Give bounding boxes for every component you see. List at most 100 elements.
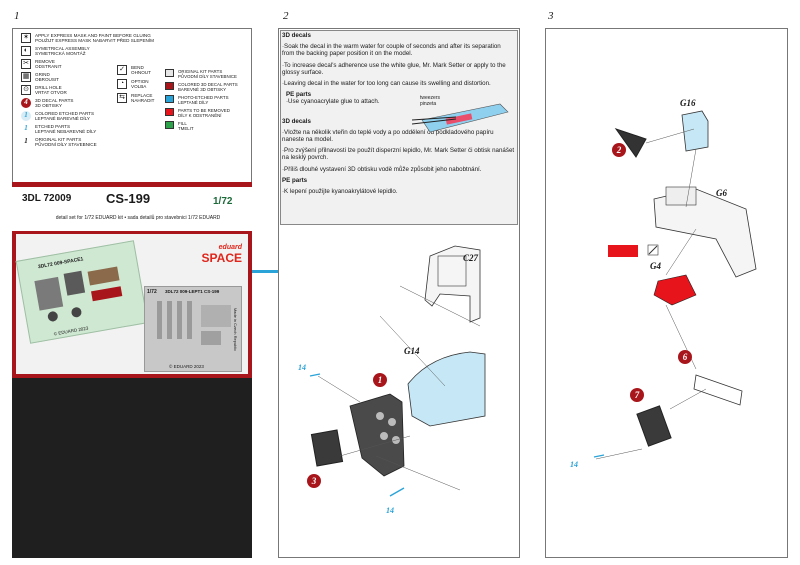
decal-sheet-parts xyxy=(34,266,123,322)
pe-fret-copy: © EDUARD 2023 xyxy=(169,364,204,369)
decal-7 xyxy=(636,405,672,447)
pe-label-14a: 14 xyxy=(298,363,306,372)
tweezers-illustration xyxy=(412,103,509,133)
step-3-drawing xyxy=(593,110,757,460)
cz-heading: 3D decals xyxy=(282,117,311,125)
grind-icon: ▦ xyxy=(21,72,31,82)
legend-color-row: PARTS TO BE REMOVED DÍLY K ODSTRANĚNÍ xyxy=(165,108,230,118)
decal-sheet: 3DL72 009-SPACE1 © EDUARD 2023 xyxy=(15,240,149,344)
pe-fret-title: 3DL72 009-LEPT1 CS-199 xyxy=(165,289,220,294)
pe-fret-parts xyxy=(157,301,231,345)
color-swatch xyxy=(165,121,174,129)
legend-color-row: COLORED 3D DECAL PARTS BAREVNÉ 3D OBTISK… xyxy=(165,82,238,92)
product-code: 3DL 72009 xyxy=(22,193,72,204)
legend-row: ▦GRIND OBROUSIT xyxy=(21,72,59,82)
decal-part-icon: 4 xyxy=(21,98,31,108)
cz-step-2: ·Pro zvýšení přilnavosti lze použít disp… xyxy=(282,147,515,162)
decal-3 xyxy=(310,429,344,467)
legend-color-row: FILL TMELIT xyxy=(165,121,194,131)
legend-row: 1 ORIGINAL KIT PARTS PŮVODNÍ DÍLY STAVEBN… xyxy=(21,137,97,147)
label-g16: G16 xyxy=(680,98,696,108)
legend-color-text: FILL TMELIT xyxy=(178,121,194,131)
legend-mid-text: REPLACE NAHRADIT xyxy=(131,93,155,103)
en-step-3: ·Leaving decal in the water for too long… xyxy=(282,80,491,88)
legend-color-text: ORIGINAL KIT PARTS PŮVODNÍ DÍLY STAVEBNI… xyxy=(178,69,237,79)
tweezers-label: tweezers pinzeta xyxy=(420,95,441,107)
remove-icon: ✂ xyxy=(21,59,31,69)
pe-heading: PE parts xyxy=(286,91,312,99)
legend-mid-text: BEND OHNOUT xyxy=(131,65,151,75)
step-badge-7: 7 xyxy=(630,388,644,402)
replace-icon: ⇆ xyxy=(117,93,127,103)
pe-step-1: ·Use cyanoacrylate glue to attach. xyxy=(286,98,380,106)
legend-text: REMOVE ODSTRANIT xyxy=(35,59,62,69)
decal-2 xyxy=(614,128,647,158)
legend-mid-row: ◔ OPTION VOLBA xyxy=(117,79,149,89)
instructions-box xyxy=(280,30,518,225)
legend-row: 1 ETCHED PARTS LEPTANÉ NEBAREVNÉ DÍLY xyxy=(21,124,96,134)
option-icon: ◔ xyxy=(117,79,127,89)
product-scale: 1/72 xyxy=(213,196,233,207)
step-badge-6: 6 xyxy=(678,350,692,364)
product-desc: detail set for 1/72 EDUARD kit • sada de… xyxy=(55,215,221,221)
star-icon: ✶ xyxy=(21,33,31,43)
cz-step-3: ·Příliš dlouhé vystavení 3D obtisku vodě… xyxy=(282,165,482,173)
page-number-1: 1 xyxy=(14,10,20,22)
en-step-1: ·Soak the decal in the warm water for co… xyxy=(282,43,501,58)
color-swatch xyxy=(165,82,174,90)
symmetry-icon: ◐ xyxy=(21,46,31,56)
product-name: CS-199 xyxy=(106,191,151,206)
part-c27 xyxy=(424,245,481,323)
fold-line xyxy=(252,270,282,273)
etched-part-icon: 1 xyxy=(24,124,28,132)
cz-pe-step-1: ·K lepení použijte kyanoakrylátové lepid… xyxy=(282,188,398,196)
legend-mid-text: OPTION VOLBA xyxy=(131,79,149,89)
color-swatch xyxy=(165,108,174,116)
original-part-icon: 1 xyxy=(24,137,28,145)
instructions-text: 3D decals ·Soak the decal in the warm wa… xyxy=(282,32,516,199)
pe-part-14-step3 xyxy=(593,454,605,458)
instrument-panel xyxy=(349,393,405,477)
step-2-drawing xyxy=(309,245,486,497)
legend-text: ORIGINAL KIT PARTS PŮVODNÍ DÍLY STAVEBNI… xyxy=(35,137,97,147)
product-header xyxy=(12,187,252,231)
part-g6 xyxy=(653,188,757,278)
step-badge-1: 1 xyxy=(373,373,387,387)
pe-fret: 1/72 3DL72 009-LEPT1 CS-199 © EDUARD 202… xyxy=(144,286,242,372)
legend-text: ETCHED PARTS LEPTANÉ NEBAREVNÉ DÍLY xyxy=(35,124,97,134)
page-number-3: 3 xyxy=(548,10,554,22)
legend-color-text: COLORED 3D DECAL PARTS BAREVNÉ 3D OBTISK… xyxy=(178,82,238,92)
pe-label-14b: 14 xyxy=(386,506,394,515)
part-6 xyxy=(693,374,743,406)
legend-row: ◐ SYMETRICAL ASSEMBLY SYMETRICKÁ MONTÁŽ xyxy=(21,46,90,56)
legend-row: ⊙DRILL HOLE VRTAT OTVOR xyxy=(21,85,67,95)
label-g4: G4 xyxy=(650,261,661,271)
legend-color-row: PHOTO-ETCHED PARTS LEPTANÉ DÍLY xyxy=(165,95,229,105)
cz-pe-heading: PE parts xyxy=(282,176,308,184)
legend-color-text: PHOTO-ETCHED PARTS LEPTANÉ DÍLY xyxy=(178,95,229,105)
legend-text: SYMETRICAL ASSEMBLY SYMETRICKÁ MONTÁŽ xyxy=(35,46,90,56)
part-g14 xyxy=(407,351,486,427)
legend-row: ✂ REMOVE ODSTRANIT xyxy=(21,59,62,69)
pe-label-14-step3: 14 xyxy=(570,460,578,469)
legend-row: ✶APPLY EXPRESS MASK AND PAINT BEFORE GLU… xyxy=(21,33,154,43)
label-g6: G6 xyxy=(716,188,727,198)
pe-fret-scale: 1/72 xyxy=(147,289,157,295)
cz-step-1: ·Vložte na několik vteřin do teplé vody … xyxy=(282,128,494,144)
label-g14: G14 xyxy=(404,346,420,356)
label-c27: C27 xyxy=(463,253,479,263)
legend-mid-row: ⇆ REPLACE NAHRADIT xyxy=(117,93,154,103)
part-g4 xyxy=(653,274,697,306)
en-heading: 3D decals xyxy=(282,32,311,39)
part-g16 xyxy=(681,110,709,152)
remove-marker xyxy=(608,245,638,257)
pe-part-14 xyxy=(309,373,405,497)
legend-color-row: ORIGINAL KIT PARTS PŮVODNÍ DÍLY STAVEBNI… xyxy=(165,69,237,79)
drill-icon: ⊙ xyxy=(21,85,31,95)
en-step-2: ·To increase decal's adherence use the w… xyxy=(282,61,506,76)
brand-big: SPACE xyxy=(201,251,242,265)
brand-small: eduard xyxy=(218,244,242,251)
color-swatch xyxy=(165,69,174,77)
